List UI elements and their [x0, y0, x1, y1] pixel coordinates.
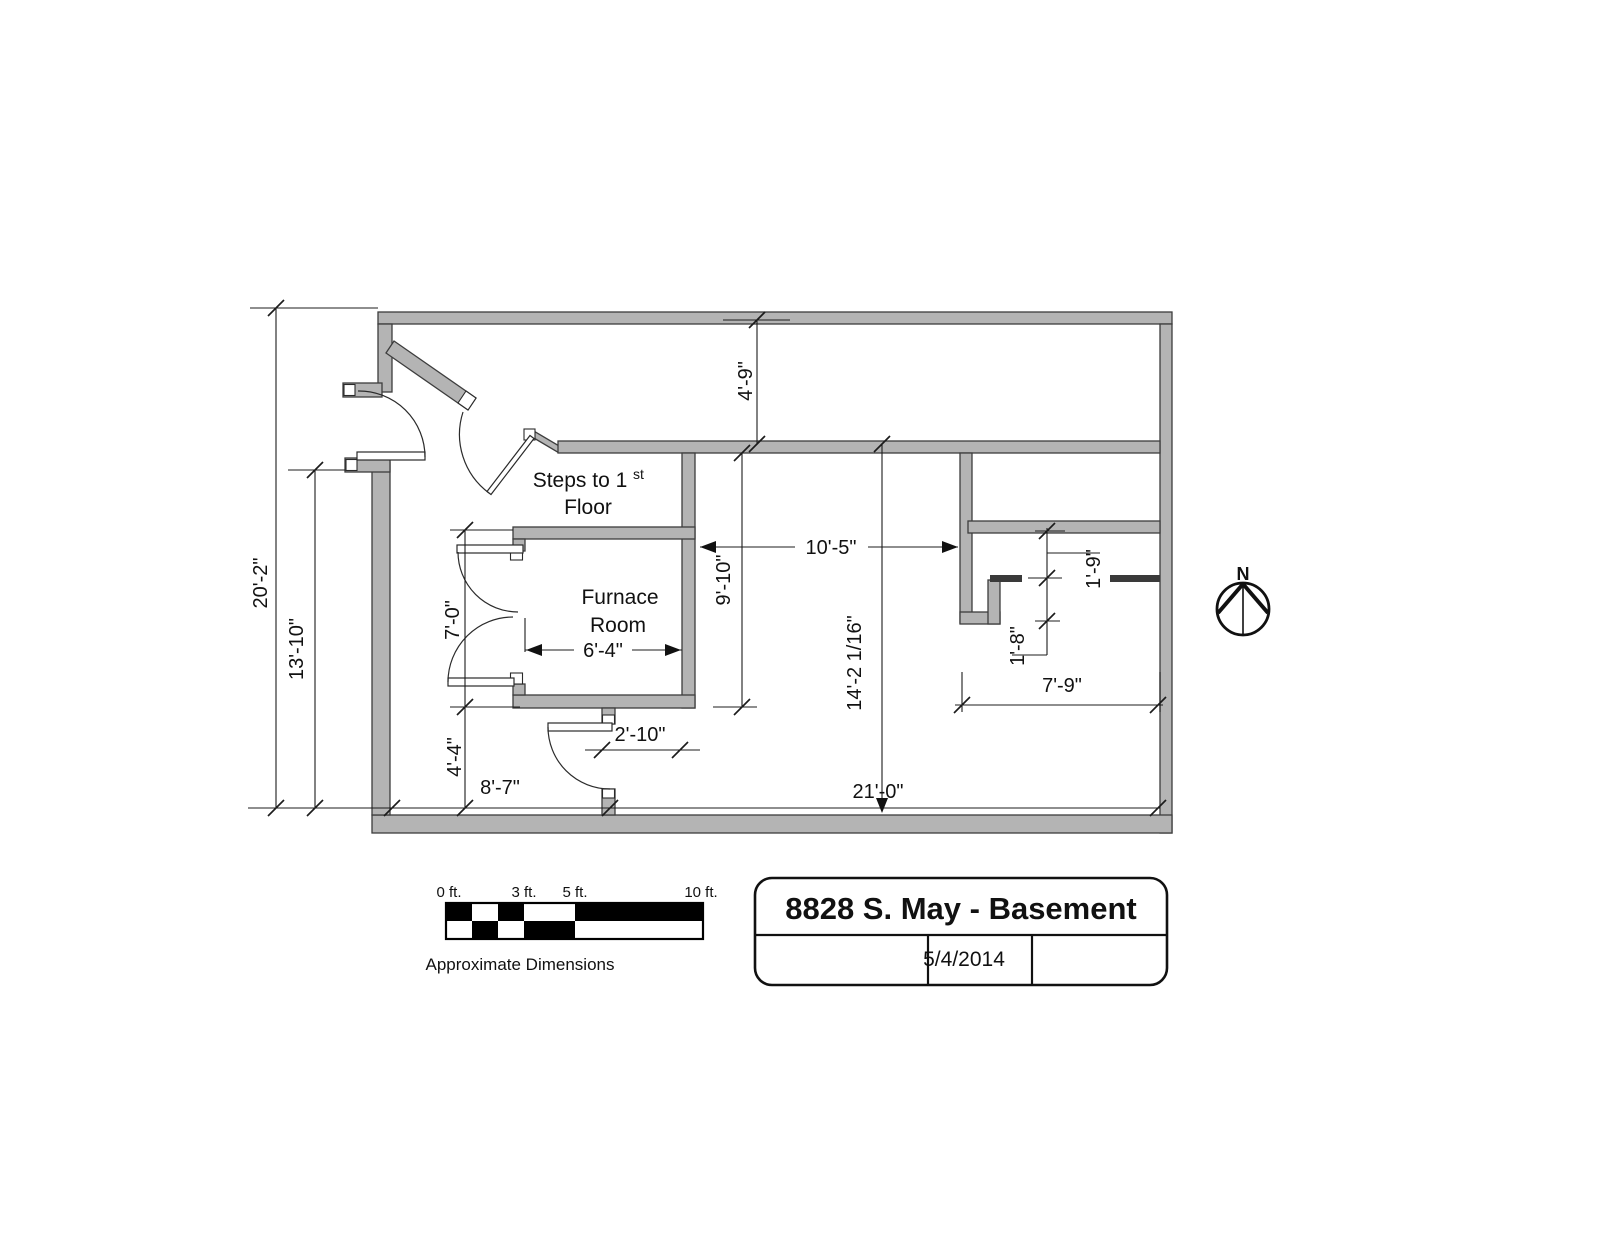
- scale-tick-5: 5 ft.: [562, 884, 587, 901]
- jamb-entry-bottom: [345, 458, 358, 472]
- door-arcs: [357, 390, 611, 790]
- dim-label-top-corridor: 4'-9": [735, 361, 757, 401]
- door-arc-furnace-upper: [457, 551, 519, 613]
- half-wall-left: [990, 575, 1022, 582]
- title-block-title: 8828 S. May - Basement: [785, 891, 1137, 926]
- wall-furnace-bottom: [512, 694, 696, 709]
- scale-cell: [472, 921, 498, 939]
- scale-cell: [575, 903, 703, 921]
- door-leaf-furnace-lower: [447, 677, 515, 687]
- dimension-arrows: [526, 541, 958, 813]
- wall-left: [371, 461, 391, 816]
- scale-cell: [524, 921, 575, 939]
- dim-label-furnace-width: 6'-4": [583, 640, 623, 662]
- walls: [342, 311, 1173, 834]
- scale-caption: Approximate Dimensions: [426, 955, 615, 974]
- wall-furnace-left-lower-corner: [512, 683, 526, 696]
- compass-needle-right: [1241, 582, 1270, 615]
- dim-label-bottom-interior: 21'-0": [853, 781, 904, 803]
- north-compass: N: [1215, 564, 1271, 637]
- title-block-frame: [753, 876, 1169, 987]
- door-arc-hall: [547, 726, 611, 790]
- door-leaf-hall: [547, 722, 613, 732]
- label-steps-line1: Steps to 1: [533, 469, 628, 492]
- scale-bar: 0 ft. 3 ft. 5 ft. 10 ft. Approximate Dim…: [426, 884, 718, 974]
- dim-label-left-interior: 13'-10": [286, 618, 308, 680]
- wall-top: [377, 311, 1173, 325]
- arrow-down-14-2: [876, 798, 888, 813]
- wall-interior-horizontal: [557, 440, 1161, 454]
- dim-label-nook-lower: 1'-8": [1007, 626, 1029, 666]
- label-furnace-line2: Room: [590, 614, 646, 637]
- title-block: 8828 S. May - Basement 5/4/2014: [753, 876, 1169, 987]
- arrow-right-10-5: [942, 541, 958, 553]
- scale-cell: [575, 921, 703, 939]
- dim-label-main-room-height: 9'-10": [713, 555, 735, 606]
- door-leaf-vestibule: [486, 434, 535, 496]
- label-furnace-line1: Furnace: [581, 586, 658, 609]
- dimension-ticks: [267, 299, 1167, 817]
- wall-nook-return: [987, 579, 1001, 625]
- dim-label-hall-width: 8'-7": [480, 777, 520, 799]
- door-arc-furnace-lower: [447, 616, 514, 683]
- scale-cell: [446, 903, 472, 921]
- wall-bottom: [371, 814, 1173, 834]
- wall-steps-east: [681, 452, 696, 709]
- scale-cell: [524, 903, 575, 921]
- room-labels: Steps to 1 st Floor Furnace Room: [533, 466, 659, 637]
- dimension-lines: [248, 307, 1163, 810]
- arrow-left-6-4: [526, 644, 542, 656]
- door-leaf-entry: [356, 451, 426, 461]
- door-arc-entry: [357, 390, 426, 458]
- door-jambs: [343, 383, 616, 799]
- dim-label-door-opening: 2'-10": [615, 724, 666, 746]
- jamb-hall-door-lower: [601, 788, 616, 799]
- half-walls: [990, 575, 1160, 582]
- scale-tick-3: 3 ft.: [511, 884, 536, 901]
- scale-bar-frame: [444, 901, 705, 941]
- label-steps-superscript: st: [633, 466, 644, 482]
- dim-label-furnace-side: 7'-0": [442, 600, 464, 640]
- compass-needle-left: [1216, 582, 1245, 615]
- door-arc-vestibule: [458, 411, 490, 494]
- wall-right-center-horizontal: [967, 520, 1161, 534]
- dim-label-overall-left: 20'-2": [250, 558, 272, 609]
- wall-vestibule-connector: [530, 430, 563, 454]
- scale-cell: [446, 921, 472, 939]
- wall-nw-pier: [377, 323, 393, 393]
- door-leaf-furnace-upper: [456, 544, 524, 554]
- half-wall-right: [1110, 575, 1160, 582]
- scale-tick-0: 0 ft.: [436, 884, 461, 901]
- scale-cell: [498, 921, 524, 939]
- dim-label-nook-upper: 1'-9": [1083, 549, 1105, 589]
- north-label: N: [1237, 564, 1250, 584]
- wall-right: [1159, 323, 1173, 834]
- title-block-date: 5/4/2014: [923, 948, 1005, 971]
- dim-label-hall-lower: 4'-4": [444, 737, 466, 777]
- arrow-right-6-4: [665, 644, 681, 656]
- wall-right-center-vertical: [959, 452, 973, 624]
- dim-label-nook-width: 7'-9": [1042, 675, 1082, 697]
- door-leaves: [356, 434, 613, 732]
- dim-label-right-interior: 14'-2 1/16": [844, 615, 866, 710]
- dim-label-main-room-width: 10'-5": [806, 537, 857, 559]
- jamb-entry-top: [343, 383, 356, 397]
- label-steps-line2: Floor: [564, 496, 612, 519]
- scale-cell: [498, 903, 524, 921]
- dimension-labels: 20'-2" 13'-10" 4'-9" 9'-10" 14'-2 1/16" …: [250, 361, 1105, 803]
- scale-cell: [472, 903, 498, 921]
- arrow-left-10-5: [700, 541, 716, 553]
- scale-tick-10: 10 ft.: [684, 884, 717, 901]
- jamb-diagonal-wall: [457, 390, 477, 411]
- wall-furnace-top: [512, 526, 696, 540]
